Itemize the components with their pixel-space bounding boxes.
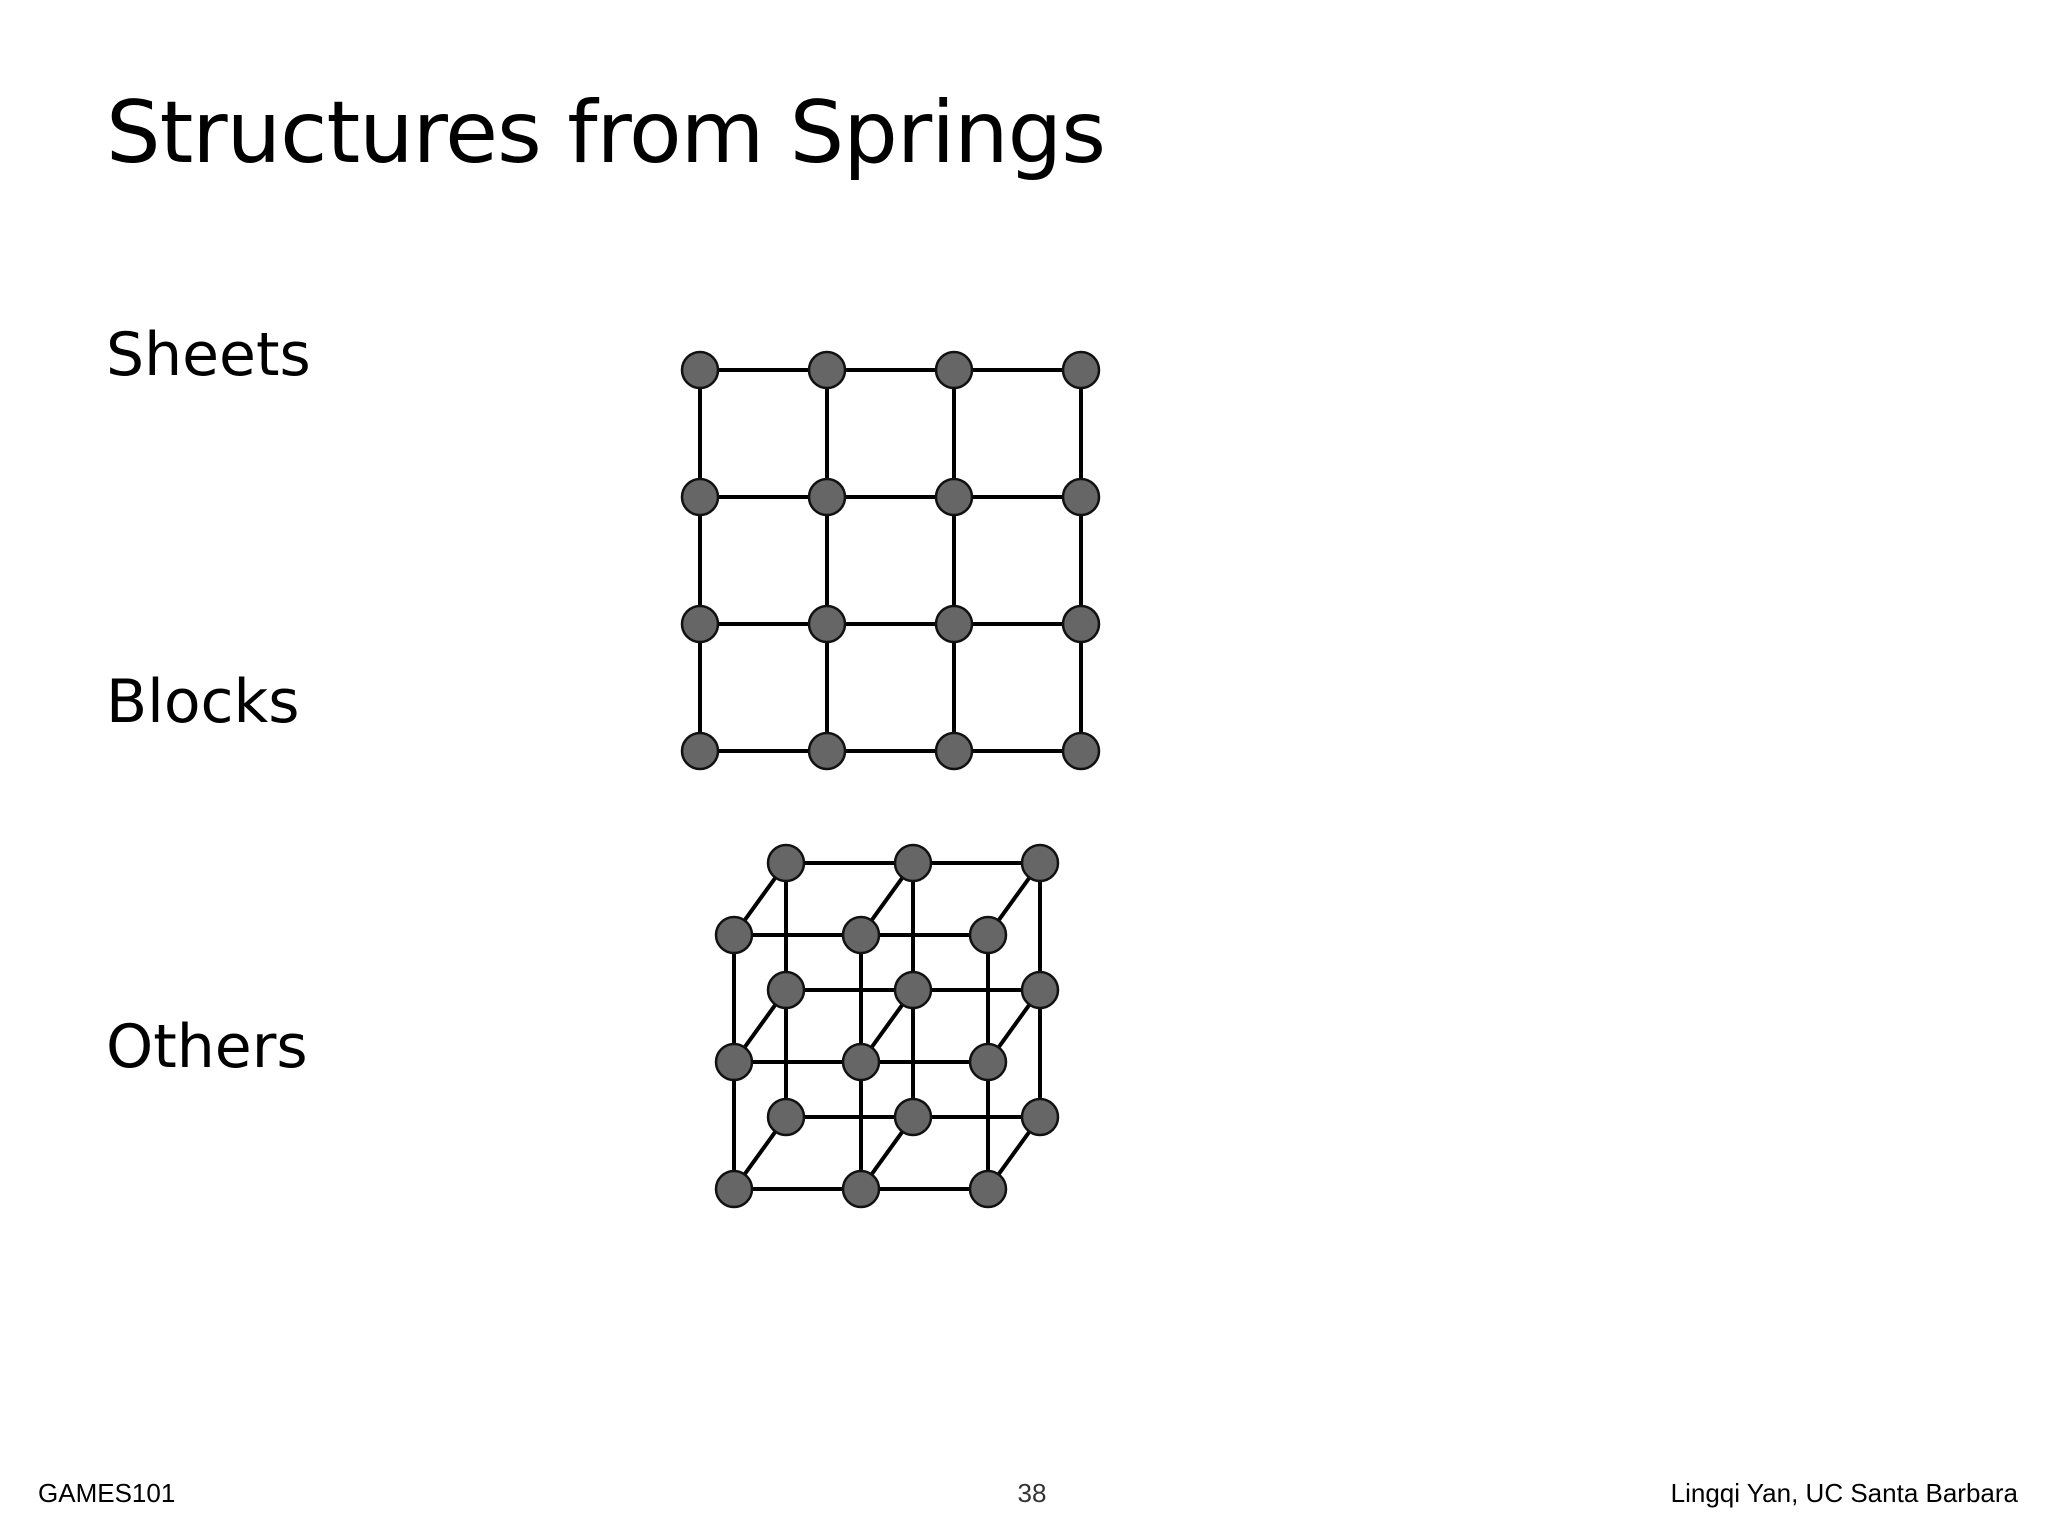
sheet-mass — [680, 604, 720, 644]
block-mass — [766, 970, 806, 1010]
sheet-grid-diagram — [680, 350, 1101, 771]
block-mass — [766, 1097, 806, 1137]
block-mass — [1020, 843, 1060, 883]
sheet-mass — [680, 350, 720, 390]
block-mass — [841, 1042, 881, 1082]
sheet-mass — [934, 731, 974, 771]
sheet-mass — [934, 477, 974, 517]
footer-course: GAMES101 — [38, 1478, 176, 1508]
sheet-springs — [698, 368, 1083, 753]
block-springs — [732, 861, 1042, 1191]
block-mass — [1020, 970, 1060, 1010]
block-mass — [714, 1169, 754, 1209]
block-lattice-diagram — [714, 843, 1060, 1209]
block-mass — [1020, 1097, 1060, 1137]
block-mass — [968, 1042, 1008, 1082]
sheet-mass — [680, 477, 720, 517]
block-masses — [714, 843, 1060, 1209]
block-mass — [714, 915, 754, 955]
sheet-mass — [807, 350, 847, 390]
footer-author: Lingqi Yan, UC Santa Barbara — [1670, 1478, 2018, 1508]
block-mass — [714, 1042, 754, 1082]
sheet-mass — [1061, 350, 1101, 390]
sheet-masses — [680, 350, 1101, 771]
sheet-mass — [680, 731, 720, 771]
block-mass — [968, 915, 1008, 955]
bullet-others: Others — [106, 1012, 308, 1082]
block-mass — [841, 915, 881, 955]
block-mass — [766, 843, 806, 883]
sheet-mass — [934, 350, 974, 390]
bullet-sheets: Sheets — [106, 320, 311, 390]
block-mass — [968, 1169, 1008, 1209]
block-mass — [893, 843, 933, 883]
bullet-blocks: Blocks — [106, 667, 300, 737]
block-mass — [893, 1097, 933, 1137]
sheet-mass — [1061, 731, 1101, 771]
footer-page-number: 38 — [1017, 1478, 1047, 1508]
sheet-mass — [807, 604, 847, 644]
sheet-mass — [1061, 604, 1101, 644]
sheet-mass — [1061, 477, 1101, 517]
sheet-mass — [934, 604, 974, 644]
sheet-mass — [807, 477, 847, 517]
block-mass — [841, 1169, 881, 1209]
block-mass — [893, 970, 933, 1010]
slide-title: Structures from Springs — [106, 83, 1106, 183]
sheet-mass — [807, 731, 847, 771]
